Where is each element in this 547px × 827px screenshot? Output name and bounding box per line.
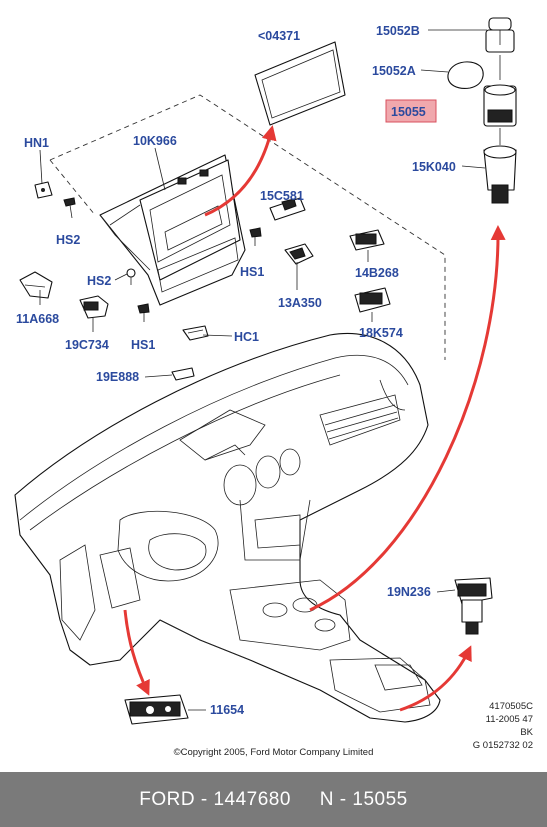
label-15052A: 15052A (372, 64, 416, 78)
meta-line: G 0152732 02 (472, 740, 533, 751)
label-18K574: 18K574 (359, 326, 403, 340)
callout-labels: <04371 15052B 15052A 15055 15K040 HN1 10… (16, 24, 456, 717)
diagram-canvas: <04371 15052B 15052A 15055 15K040 HN1 10… (14, 17, 517, 725)
instrument-panel-drawing (14, 332, 441, 723)
meta-line: BK (520, 727, 533, 738)
label-11654: 11654 (210, 703, 244, 717)
label-HS2-b: HS2 (87, 274, 111, 288)
hardware-parts (19, 181, 493, 725)
exploded-parts-diagram: <04371 15052B 15052A 15055 15K040 HN1 10… (14, 17, 517, 725)
meta-line: 11-2005 47 (485, 714, 533, 725)
label-15055: 15055 (391, 105, 426, 119)
label-15K040: 15K040 (412, 160, 456, 174)
storage-pocket-04371 (254, 41, 346, 126)
label-HN1: HN1 (24, 136, 49, 150)
label-HS2-a: HS2 (56, 233, 80, 247)
copyright-notice: ©Copyright 2005, Ford Motor Company Limi… (173, 747, 374, 758)
arrow-to-15K040 (309, 225, 506, 612)
arrow-to-04371 (204, 125, 277, 217)
red-callout-arrows (123, 125, 506, 712)
meta-line: 4170505C (489, 701, 533, 712)
dashed-boundary (49, 94, 446, 360)
console-bezel-10K966 (99, 154, 246, 306)
label-19N236: 19N236 (387, 585, 431, 599)
label-HC1: HC1 (234, 330, 259, 344)
label-13A350: 13A350 (278, 296, 322, 310)
part-number-footer: FORD - 1447680 N - 15055 (0, 772, 547, 827)
leader-lines (39, 29, 487, 711)
label-HS1-a: HS1 (240, 265, 264, 279)
drawing-meta: 4170505C 11-2005 47 BK G 0152732 02 (473, 700, 533, 752)
label-15C581: 15C581 (260, 189, 304, 203)
footer-text: FORD - 1447680 N - 15055 (139, 788, 408, 810)
label-14B268: 14B268 (355, 266, 399, 280)
power-socket-parts (447, 17, 517, 204)
label-11A668: 11A668 (16, 312, 59, 326)
label-HS1-b: HS1 (131, 338, 155, 352)
highlight-15055 (385, 99, 437, 123)
label-04371: <04371 (258, 29, 300, 43)
label-15052B: 15052B (376, 24, 420, 38)
arrow-to-19N236 (399, 645, 472, 712)
label-19E888: 19E888 (96, 370, 139, 384)
label-19C734: 19C734 (65, 338, 109, 352)
label-10K966: 10K966 (133, 134, 177, 148)
arrow-to-11654 (123, 609, 150, 696)
